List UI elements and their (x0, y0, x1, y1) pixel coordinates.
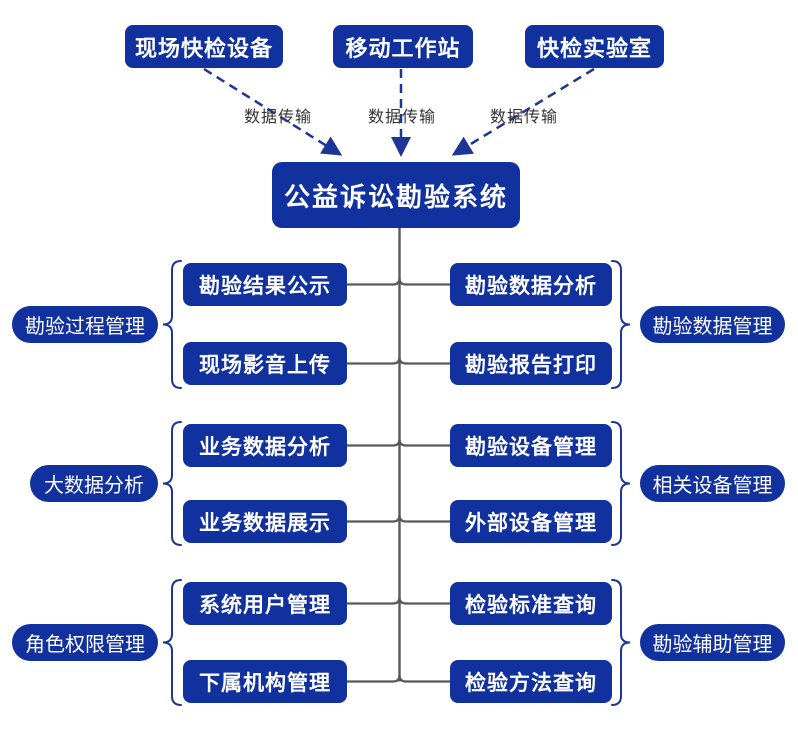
brace-right-0 (611, 260, 631, 389)
data-transfer-arrow-left (203, 67, 343, 156)
brace-left-2 (162, 579, 182, 706)
module-node-inspection-data-analysis: 勘验数据分析 (450, 263, 612, 306)
module-node-business-data-analysis: 业务数据分析 (183, 424, 347, 467)
module-node-test-standard-query: 检验标准查询 (450, 582, 612, 625)
connector-right-1 (398, 357, 450, 365)
brace-left-1 (162, 421, 182, 546)
module-node-scene-media-upload: 现场影音上传 (183, 342, 347, 385)
category-pill-big-data-analysis: 大数据分析 (30, 465, 158, 502)
transfer-label-middle: 数据传输 (367, 107, 437, 126)
module-node-test-method-query: 检验方法查询 (450, 660, 612, 703)
category-pill-inspection-process-management: 勘验过程管理 (12, 306, 158, 343)
transfer-label-right: 数据传输 (489, 107, 559, 126)
connector-right-3 (398, 515, 450, 523)
source-node-mobile-workstation: 移动工作站 (333, 25, 473, 68)
module-node-inspection-device-management: 勘验设备管理 (450, 424, 612, 467)
module-node-subordinate-org-management: 下属机构管理 (183, 660, 347, 703)
central-system-node: 公益诉讼勘验系统 (272, 162, 520, 228)
transfer-label-left: 数据传输 (243, 107, 313, 126)
module-node-inspection-result-publicity: 勘验结果公示 (183, 263, 347, 306)
module-node-business-data-display: 业务数据展示 (183, 500, 347, 543)
module-node-external-device-management: 外部设备管理 (450, 500, 612, 543)
category-pill-inspection-auxiliary-management: 勘验辅助管理 (640, 624, 785, 661)
data-transfer-arrow-right (451, 67, 595, 156)
brace-right-1 (611, 421, 631, 546)
category-pill-role-permission-management: 角色权限管理 (12, 624, 158, 661)
brace-left-0 (162, 260, 182, 389)
module-node-system-user-management: 系统用户管理 (183, 582, 347, 625)
source-node-field-device: 现场快检设备 (125, 25, 283, 68)
connector-right-5 (398, 675, 450, 683)
module-node-inspection-report-print: 勘验报告打印 (450, 342, 612, 385)
source-node-rapid-test-lab: 快检实验室 (525, 25, 664, 68)
connector-right-2 (398, 439, 450, 447)
category-pill-inspection-data-management: 勘验数据管理 (640, 306, 785, 343)
category-pill-related-device-management: 相关设备管理 (640, 465, 785, 502)
brace-right-2 (611, 579, 631, 706)
connector-right-0 (398, 278, 450, 286)
connector-right-4 (398, 597, 450, 605)
